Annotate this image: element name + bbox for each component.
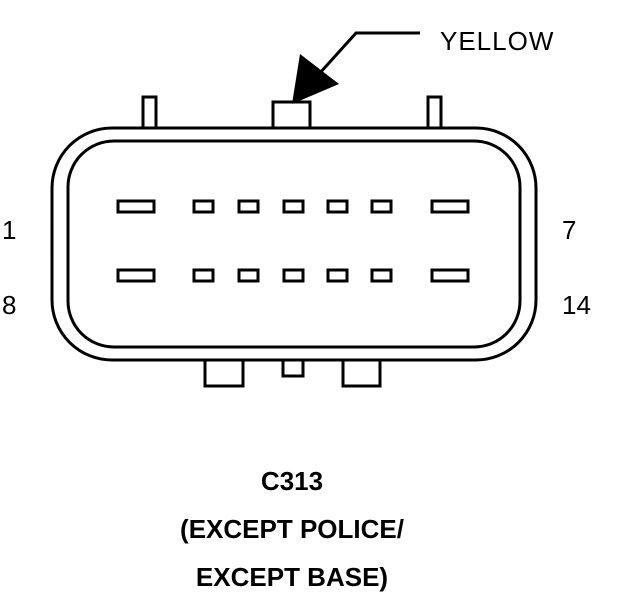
top-left-latch xyxy=(141,95,158,132)
pin-label-14: 14 xyxy=(562,290,591,320)
pin-label-7: 7 xyxy=(562,215,576,245)
wire-color-label: YELLOW xyxy=(440,26,554,56)
pin-cavity-3 xyxy=(237,199,260,214)
connector-housing-outer xyxy=(50,126,538,362)
pin-cavity-6 xyxy=(370,199,393,214)
top-right-latch xyxy=(426,95,443,132)
pin-cavity-2 xyxy=(192,199,215,214)
pin-label-8: 8 xyxy=(2,290,16,320)
connector-housing-inner xyxy=(66,139,522,349)
pin-cavity-12 xyxy=(326,268,349,283)
pin-cavity-8 xyxy=(116,268,156,283)
pin-cavity-13 xyxy=(370,268,393,283)
connector-id: C313 xyxy=(260,466,324,496)
pin-cavity-10 xyxy=(237,268,260,283)
connector-caption-line2: EXCEPT BASE) xyxy=(195,562,389,592)
pin-cavity-9 xyxy=(192,268,215,283)
pin-cavity-5 xyxy=(326,199,349,214)
pin-cavity-11 xyxy=(282,268,305,283)
pin-cavity-4 xyxy=(282,199,305,214)
top-key-tab xyxy=(271,100,312,132)
connector-caption-line1: (EXCEPT POLICE/ xyxy=(180,514,404,544)
pin-cavities xyxy=(116,199,470,283)
pin-label-1: 1 xyxy=(2,215,16,245)
wire-color-leader-line xyxy=(308,31,420,86)
wire-color-arrow-icon xyxy=(292,54,339,104)
pin-cavity-14 xyxy=(430,268,470,283)
pin-cavity-1 xyxy=(116,199,156,214)
pin-cavity-7 xyxy=(430,199,470,214)
